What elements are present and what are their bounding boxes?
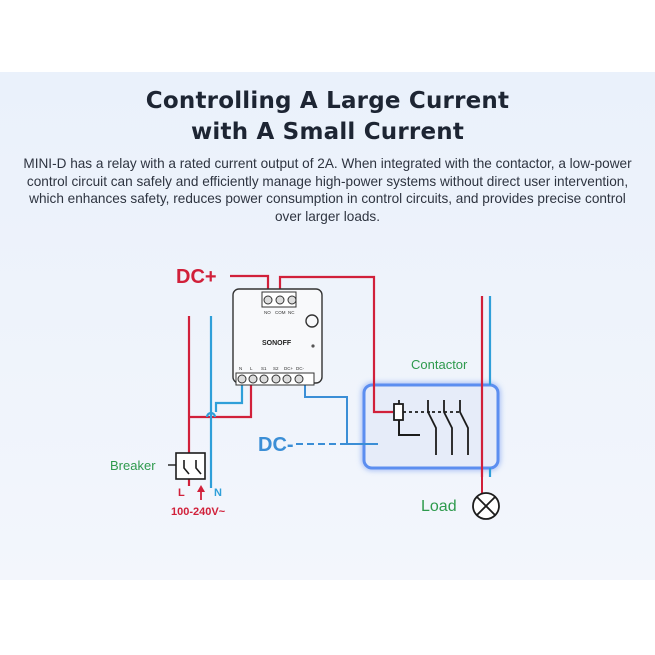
bottom-terminals: N L S1 S2 DC+ DC- (235, 366, 315, 386)
terminal-label-n: N (239, 366, 242, 371)
device-button (305, 314, 319, 328)
content-panel (0, 72, 655, 580)
supply-arrows (197, 485, 205, 500)
device-led (311, 344, 315, 348)
description-text: MINI-D has a relay with a rated current … (23, 156, 632, 224)
terminal-label-l: L (250, 366, 253, 371)
device-brand-logo: SONOFF (262, 340, 292, 347)
terminal-l (248, 374, 258, 384)
terminal-label-com: COM (275, 310, 286, 315)
coil-return-wire (398, 420, 420, 436)
contactor-internals (393, 400, 469, 455)
terminal-no (263, 295, 273, 305)
terminal-nc (287, 295, 297, 305)
load-label: Load (421, 498, 457, 515)
top-terminals: NO COM NC (261, 291, 297, 315)
breaker-symbol (168, 452, 206, 480)
terminal-dc-minus (294, 374, 304, 384)
neutral-label: N (214, 487, 222, 499)
device-dc-minus-wire (304, 382, 348, 444)
contactor-poles (427, 400, 469, 455)
page-title: Controlling A Large Current with A Small… (0, 86, 655, 148)
terminal-label-nc: NC (288, 310, 295, 315)
dc-plus-wire (230, 274, 270, 292)
terminal-label-dc-plus: DC+ (284, 366, 293, 371)
terminal-s2 (271, 374, 281, 384)
terminal-dc-plus (282, 374, 292, 384)
contactor-coil (393, 403, 404, 421)
live-label: L (178, 487, 185, 499)
neutral-wires (205, 296, 492, 488)
dc-minus-wires (296, 382, 420, 445)
contactor-box (362, 383, 500, 470)
live-wires (187, 274, 484, 486)
contactor-label: Contactor (411, 357, 468, 372)
neutral-crossover (205, 411, 217, 418)
dc-plus-label: DC+ (176, 266, 217, 288)
dc-minus-label: DC- (258, 434, 294, 456)
terminal-label-no: NO (264, 310, 271, 315)
voltage-label: 100-240V~ (171, 506, 226, 518)
neutral-to-device-wire (214, 382, 244, 412)
mini-d-device: NO COM NC SONOFF N L S1 S2 DC+ DC- (232, 288, 323, 386)
title-line-1: Controlling A Large Current (145, 88, 510, 114)
live-to-device-wire (189, 382, 253, 419)
title-line-2: with A Small Current (190, 119, 465, 145)
terminal-com (275, 295, 285, 305)
terminal-label-dc-minus: DC- (296, 366, 304, 371)
terminal-label-s2: S2 (273, 366, 279, 371)
terminal-s1 (259, 374, 269, 384)
breaker-label: Breaker (110, 458, 156, 473)
load-symbol (472, 468, 500, 520)
com-to-coil-wire (278, 275, 393, 414)
terminal-n (237, 374, 247, 384)
terminal-label-s1: S1 (261, 366, 267, 371)
